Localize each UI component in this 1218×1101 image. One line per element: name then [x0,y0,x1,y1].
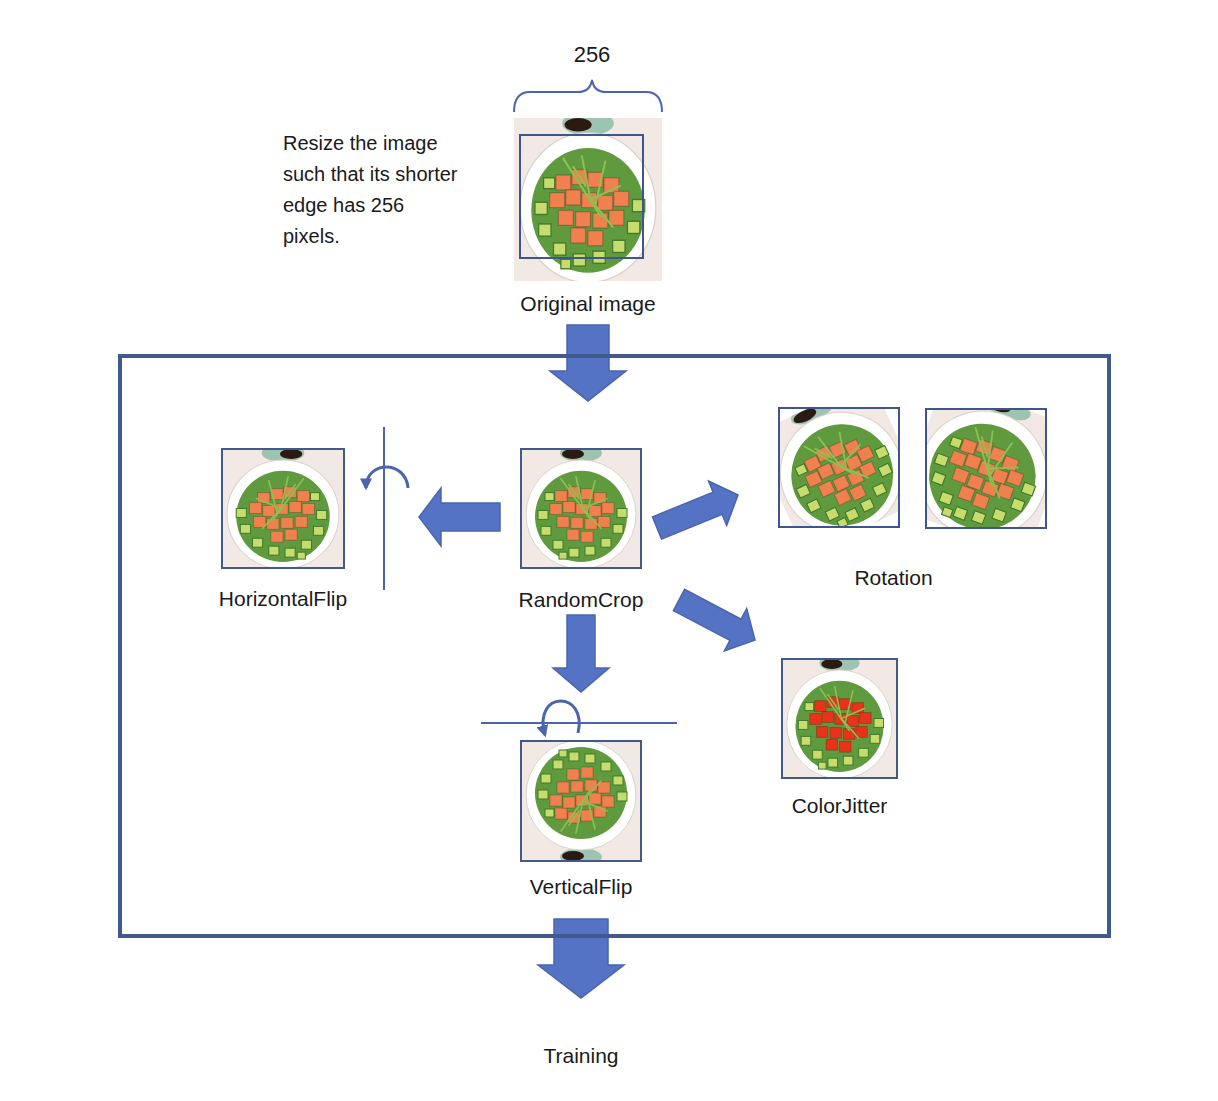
flip-arrow [543,701,579,735]
image-box: VerticalFlip [520,740,642,862]
crop-photo [521,444,641,569]
rotated-photo [779,408,898,526]
pipeline-frame: RandomCropHorizontalFlipRotationColorJit… [118,354,1111,938]
caption: VerticalFlip [530,875,633,899]
output-label: Training [537,1042,624,1070]
image-frame [779,408,899,527]
block-arrow [538,919,624,998]
flip-axis [383,427,385,590]
block-arrow [419,488,500,546]
image-pair: Rotation [778,407,1047,529]
hflip-photo [222,444,344,569]
vflip-photo [521,740,641,866]
caption: Rotation [854,566,932,590]
image-box: Original image [514,118,662,281]
caption: RandomCrop [519,588,644,612]
rotated-photo [926,409,1045,527]
jitter-photo [782,654,897,779]
dimension-label: 256 [574,41,611,69]
image-box: RandomCrop [520,448,642,569]
block-arrow [673,589,755,651]
original-photo [514,111,662,282]
block-arrow [553,615,609,692]
image-frame [926,409,1046,528]
crop-frame [520,135,643,258]
caption: ColorJitter [792,794,888,818]
image-box: HorizontalFlip [221,448,345,569]
flip-arrow [366,467,408,488]
block-arrow [652,481,738,539]
caption: Original image [520,292,655,316]
size-bracket [514,80,662,112]
caption: HorizontalFlip [219,587,347,611]
block-arrow [550,325,626,401]
image-box: ColorJitter [781,658,898,779]
note-text: Resize the image such that its shorter e… [283,128,458,252]
caption: Training [543,1044,618,1068]
